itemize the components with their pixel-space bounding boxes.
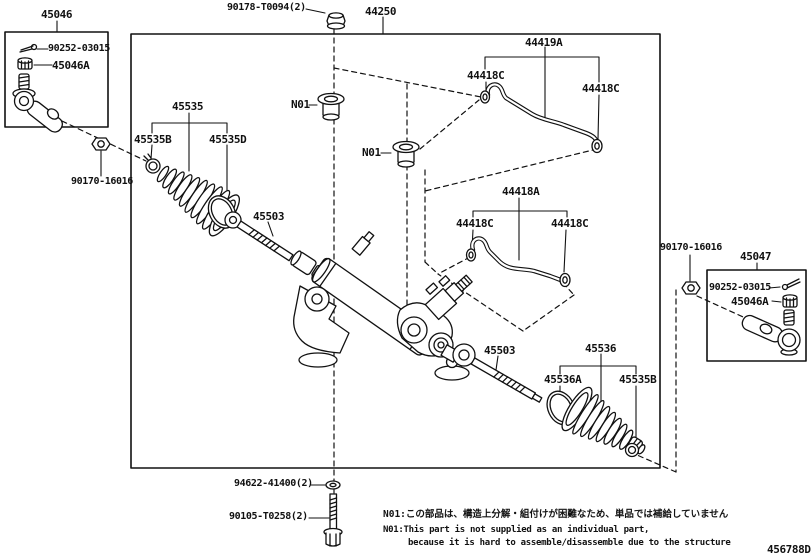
callout-44418a: 44418A — [502, 185, 540, 198]
callout-44418c-4: 44418C — [551, 217, 589, 230]
callout-44419a: 44419A — [525, 36, 563, 49]
cotter-pin-right-drawing — [781, 278, 801, 291]
callout-90105: 90105-T0258(2) — [229, 511, 308, 522]
callout-45535: 45535 — [172, 100, 204, 113]
callout-90178: 90178-T0094(2) — [227, 2, 306, 13]
boot-clamp-right-drawing — [624, 438, 642, 458]
mount-bolt-bottom-drawing — [323, 493, 343, 547]
callout-n01-1: N01 — [291, 98, 310, 111]
boot-clamp-left-drawing — [143, 153, 161, 174]
callout-44250: 44250 — [365, 5, 397, 18]
lock-nut-left-drawing — [91, 137, 111, 151]
callout-44418c-2: 44418C — [582, 82, 620, 95]
callout-45535b-left: 45535B — [134, 133, 172, 146]
tie-rod-end-left-drawing — [12, 73, 63, 133]
doc-number: 456788D — [767, 543, 811, 556]
cotter-pin-left-drawing — [19, 43, 38, 53]
callout-n01-2: N01 — [362, 146, 381, 159]
tie-rod-end-right-drawing — [741, 309, 801, 356]
castle-nut-left-drawing — [17, 57, 33, 70]
callout-45046: 45046 — [41, 8, 73, 21]
callout-44418c-1: 44418C — [467, 69, 505, 82]
pressure-tube-lower-drawing — [465, 236, 571, 288]
note-japanese: N01:この部品は、構造上分解・組付けが困難なため、単品では補給していません — [383, 509, 729, 520]
assembly-alignment-lines — [61, 28, 753, 495]
callout-94622: 94622-41400(2) — [234, 478, 313, 489]
callout-44418c-3: 44418C — [456, 217, 494, 230]
castle-nut-right-drawing — [782, 294, 798, 308]
inner-rod-right-drawing — [452, 343, 543, 403]
callout-45535d: 45535D — [209, 133, 247, 146]
callout-90170-left: 90170-16016 — [71, 176, 133, 187]
callout-45536a: 45536A — [544, 373, 582, 386]
main-diagram-frame — [130, 33, 661, 469]
pressure-tube-upper-drawing — [479, 82, 603, 154]
grommet-1-drawing — [317, 92, 345, 121]
callout-45047: 45047 — [740, 250, 772, 263]
gear-housing-drawing — [293, 231, 473, 381]
note-english-1: N01:This part is not supplied as an indi… — [383, 525, 650, 535]
callout-45536: 45536 — [585, 342, 617, 355]
callout-90252-left: 90252-03015 — [48, 43, 110, 54]
callout-45046a-right: 45046A — [731, 295, 769, 308]
callout-45503-right: 45503 — [484, 344, 516, 357]
callout-45046a-left: 45046A — [52, 59, 90, 72]
flange-nut-top-drawing — [326, 12, 346, 30]
note-english-2: because it is hard to assemble/disassemb… — [408, 538, 731, 548]
boot-right-drawing — [561, 386, 646, 455]
callout-45503-left: 45503 — [253, 210, 285, 223]
grommet-2-drawing — [392, 140, 420, 168]
callout-90170-right: 90170-16016 — [660, 242, 722, 253]
callout-45535b-right: 45535B — [619, 373, 657, 386]
mount-washer-drawing — [325, 480, 341, 490]
lock-nut-right-drawing — [681, 281, 701, 295]
callout-90252-right: 90252-03015 — [709, 282, 771, 293]
